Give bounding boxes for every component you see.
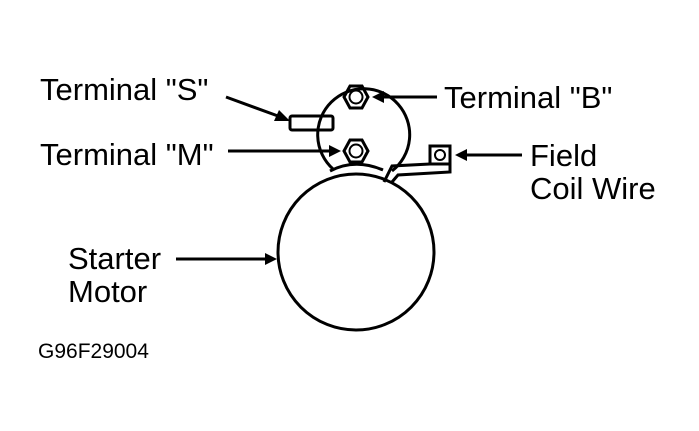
terminal-s-label: Terminal "S" [40,72,208,107]
terminal-s-connector [288,114,335,132]
field-coil-label-line2: Coil Wire [530,171,656,206]
terminal-m-label: Terminal "M" [40,137,214,172]
starter-motor-label-line1: Starter [68,241,161,276]
terminal-m-nut [342,138,370,164]
field-coil-wire-bracket [382,162,452,183]
field-coil-arrow [455,149,522,161]
terminal-b-nut [342,84,370,110]
starter-motor-label-line2: Motor [68,274,147,309]
terminal-s-arrow [225,95,290,121]
starter-motor-arrow [176,253,277,265]
field-coil-terminal-screw [434,149,446,161]
terminal-b-arrow [372,91,437,103]
solenoid-housing [316,87,412,173]
solenoid-mount-base [329,162,384,173]
starter-motor-body [276,172,436,332]
terminal-b-label: Terminal "B" [444,80,612,115]
figure-code-label: G96F29004 [38,340,149,363]
field-coil-label-line1: Field [530,138,597,173]
field-coil-terminal [428,144,452,166]
terminal-m-arrow [228,145,341,157]
